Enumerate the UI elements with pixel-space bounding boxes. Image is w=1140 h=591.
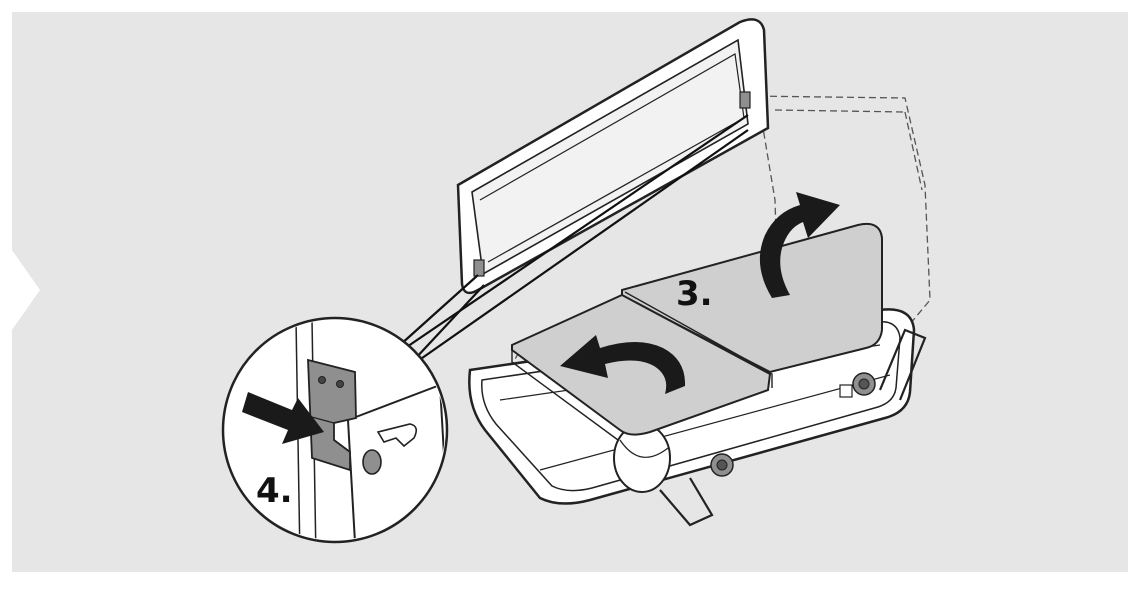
step-4-label: 4. — [256, 471, 293, 511]
burner-knob-rear — [852, 372, 876, 396]
curved-arrow-up-icon — [759, 192, 840, 298]
side-notch — [12, 250, 40, 330]
hinge-peg — [362, 449, 382, 475]
lid-clip-bottom — [473, 259, 485, 277]
keyhole-slot — [376, 423, 418, 448]
right-plate — [621, 222, 883, 374]
zoom-callout-lines — [394, 114, 749, 371]
griddle-plates — [511, 222, 883, 441]
step-3-label: 3. — [676, 274, 713, 314]
lid-clip-top — [739, 91, 751, 109]
right-handle — [878, 328, 927, 401]
stove-lid — [456, 18, 770, 295]
burner-knob-front — [710, 453, 734, 477]
bottom-handle — [659, 477, 714, 527]
curved-arrow-left-icon — [560, 335, 686, 394]
hinge-bracket — [307, 358, 357, 472]
left-plate — [511, 293, 772, 436]
straight-arrow-right-icon — [242, 392, 324, 444]
